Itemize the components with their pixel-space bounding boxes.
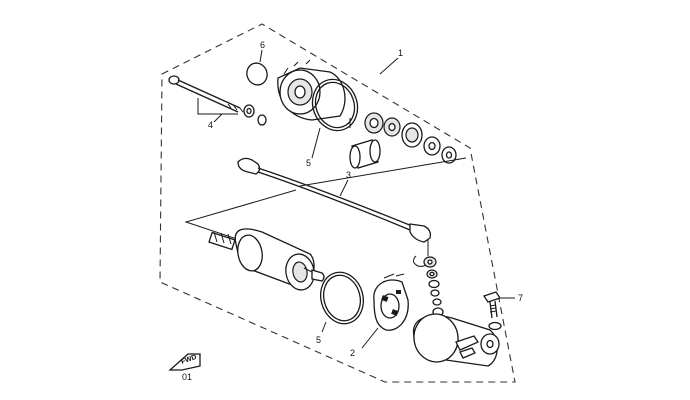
callout-4: 4 bbox=[208, 120, 213, 130]
callout-5-upper: 5 bbox=[306, 158, 311, 168]
bolt-washers bbox=[243, 104, 267, 126]
callout-5-lower: 5 bbox=[316, 335, 321, 345]
o-ring-small bbox=[246, 62, 268, 86]
fwd-direction-badge: FWD 01 bbox=[168, 353, 201, 382]
armature bbox=[208, 228, 325, 291]
bearing-sleeve bbox=[349, 139, 381, 169]
badge-bottom-text: 01 bbox=[182, 372, 192, 382]
front-cover bbox=[277, 59, 346, 121]
callout-3: 3 bbox=[346, 170, 351, 180]
callout-6: 6 bbox=[260, 40, 265, 50]
rear-cover bbox=[412, 313, 500, 367]
o-ring-upper bbox=[311, 78, 359, 132]
callout-2: 2 bbox=[350, 348, 355, 358]
through-bolt bbox=[168, 75, 244, 113]
assembly-outline bbox=[159, 23, 516, 383]
o-ring-lower bbox=[319, 271, 365, 325]
terminal-hardware bbox=[412, 255, 444, 317]
brush-holder bbox=[373, 273, 409, 331]
mounting-bolt bbox=[482, 291, 502, 331]
callout-1: 1 bbox=[398, 48, 403, 58]
callout-7: 7 bbox=[518, 293, 523, 303]
bearing-stack bbox=[364, 112, 457, 164]
lead-wire bbox=[237, 157, 432, 243]
